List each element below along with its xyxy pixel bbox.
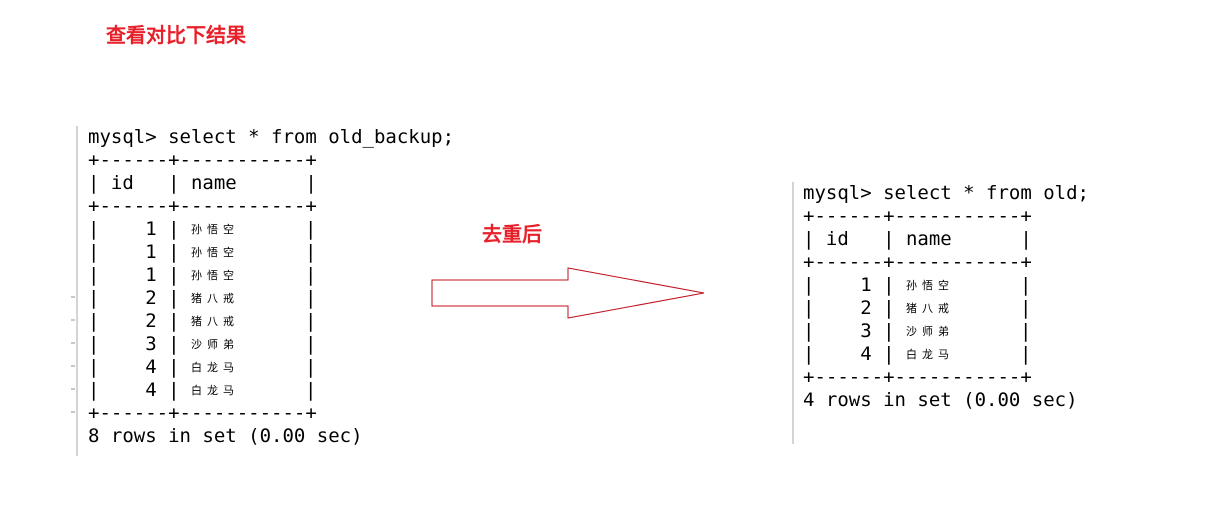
cell-id: 2 xyxy=(860,297,872,319)
cell-id: 4 xyxy=(860,343,872,365)
result-summary: 4 rows in set (0.00 sec) xyxy=(803,389,1078,411)
cell-name: 沙师弟 xyxy=(190,338,239,351)
cell-name: 猪八戒 xyxy=(190,315,239,328)
table-border: +------+-----------+ xyxy=(88,195,317,217)
cell-id: 1 xyxy=(145,218,157,240)
table-row: | 1 | 孙悟空| xyxy=(88,241,317,263)
cell-name: 孙悟空 xyxy=(190,269,239,282)
cell-id: 3 xyxy=(145,333,157,355)
sql-command: mysql> select * from old_backup; xyxy=(88,126,455,148)
cell-id: 4 xyxy=(145,379,157,401)
cell-name: 白龙马 xyxy=(190,384,239,397)
page-heading: 查看对比下结果 xyxy=(106,23,246,47)
cell-name: 沙师弟 xyxy=(905,325,954,338)
column-header-name: name xyxy=(905,228,952,250)
sql-command: mysql> select * from old; xyxy=(803,182,1089,204)
table-border: +------+-----------+ xyxy=(88,149,317,171)
table-row: | 1 | 孙悟空| xyxy=(803,274,1032,296)
cell-id: 2 xyxy=(145,287,157,309)
right-arrow-icon xyxy=(431,267,705,319)
cell-name: 孙悟空 xyxy=(190,223,239,236)
table-border: +------+-----------+ xyxy=(88,402,317,424)
table-border: +------+-----------+ xyxy=(803,251,1032,273)
cell-name: 孙悟空 xyxy=(190,246,239,259)
dedup-label: 去重后 xyxy=(482,222,542,246)
cell-id: 4 xyxy=(145,356,157,378)
cell-id: 1 xyxy=(145,264,157,286)
table-row: | 2 | 猪八戒| xyxy=(803,297,1032,319)
terminal-old-backup: mysql> select * from old_backup; +------… xyxy=(76,126,454,456)
column-header-name: name xyxy=(190,172,237,194)
cell-id: 2 xyxy=(145,310,157,332)
cell-name: 孙悟空 xyxy=(905,279,954,292)
terminal-output: mysql> select * from old; +------+------… xyxy=(803,182,1089,411)
table-row: | 2 | 猪八戒| xyxy=(88,287,317,309)
terminal-output: mysql> select * from old_backup; +------… xyxy=(88,126,455,447)
table-row: | 3 | 沙师弟| xyxy=(88,333,317,355)
table-row: | 4 | 白龙马| xyxy=(88,379,317,401)
cell-id: 1 xyxy=(860,274,872,296)
line-gutter xyxy=(71,296,75,416)
table-border: +------+-----------+ xyxy=(803,205,1032,227)
cell-id: 3 xyxy=(860,320,872,342)
cell-name: 白龙马 xyxy=(905,348,954,361)
table-row: | 1 | 孙悟空| xyxy=(88,264,317,286)
table-row: | 4 | 白龙马| xyxy=(803,343,1032,365)
column-header-id: id xyxy=(825,228,849,250)
cell-name: 白龙马 xyxy=(190,361,239,374)
table-row: | 3 | 沙师弟| xyxy=(803,320,1032,342)
table-row: | 4 | 白龙马| xyxy=(88,356,317,378)
terminal-old: mysql> select * from old; +------+------… xyxy=(792,182,1094,444)
result-summary: 8 rows in set (0.00 sec) xyxy=(88,425,363,447)
table-row: | 1 | 孙悟空| xyxy=(88,218,317,240)
column-header-id: id xyxy=(110,172,134,194)
table-row: | 2 | 猪八戒| xyxy=(88,310,317,332)
cell-id: 1 xyxy=(145,241,157,263)
cell-name: 猪八戒 xyxy=(190,292,239,305)
table-border: +------+-----------+ xyxy=(803,366,1032,388)
cell-name: 猪八戒 xyxy=(905,302,954,315)
